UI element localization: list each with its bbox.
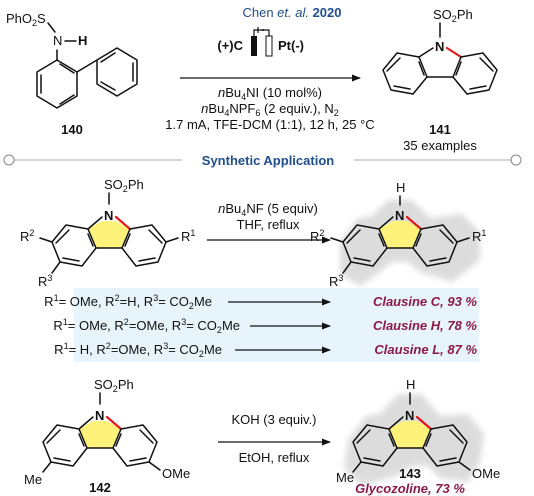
- substrate-label-140: 140: [61, 122, 83, 137]
- reagent-r3: KOH (3 equiv.): [231, 412, 316, 427]
- so2ph-label-141: SO2Ph: [433, 7, 473, 24]
- structure-nh-carbazole: H N R2 R3 R1: [310, 180, 486, 289]
- r3-label: R3: [38, 273, 52, 289]
- structure-141: SO2Ph N: [382, 7, 498, 95]
- cathode-label: Pt(-): [278, 38, 304, 53]
- r3-label-product: R3: [329, 273, 343, 289]
- product-clausine-h: Clausine H, 78 %: [373, 318, 477, 333]
- anode-label: (+)C: [217, 38, 243, 53]
- n-label-r2: N: [104, 208, 113, 223]
- n-label-143: N: [405, 408, 414, 423]
- r1-label: R1: [181, 228, 195, 244]
- condition-current: 1.7 mA, TFE-DCM (1:1), 12 h, 25 °C: [165, 117, 374, 132]
- so2ph-label-r2: SO2Ph: [104, 177, 144, 194]
- structure-protected-carbazole: SO2Ph N R2 R3 R1: [20, 177, 195, 289]
- r2-label-product: R2: [310, 228, 324, 244]
- solvent-r2: THF, reflux: [237, 217, 300, 232]
- sulfonamide-group-label: PhO2S: [6, 11, 46, 28]
- product-clausine-l: Clausine L, 87 %: [374, 342, 477, 357]
- structure-143: H N Me OMe: [336, 377, 500, 486]
- section-title: Synthetic Application: [202, 153, 334, 168]
- substituent-row-2: R1= OMe, R2=OMe, R3= CO2Me Clausine H, 7…: [53, 317, 477, 335]
- structure-142: SO2Ph N Me OMe: [24, 377, 190, 487]
- svg-text:R1= OMe, R2=H, R3= CO2Me: R1= OMe, R2=H, R3= CO2Me: [44, 293, 212, 311]
- nh-n-label-r2: N: [395, 208, 404, 223]
- me-label-143: Me: [336, 470, 354, 485]
- product-clausine-c: Clausine C, 93 %: [373, 294, 477, 309]
- r2-label: R2: [20, 228, 34, 244]
- ome-label-142: OMe: [162, 466, 190, 481]
- nh-n-label: N: [53, 33, 62, 48]
- ome-label-143: OMe: [472, 466, 500, 481]
- svg-text:R1= OMe, R2=OMe, R3= CO2Me: R1= OMe, R2=OMe, R3= CO2Me: [53, 317, 240, 335]
- citation-title: Chen et. al. 2020: [242, 5, 341, 20]
- product-label-141: 141: [429, 122, 451, 137]
- so2ph-label-142: SO2Ph: [94, 377, 134, 394]
- solvent-r3: EtOH, reflux: [239, 450, 310, 465]
- n-label-141: N: [435, 39, 444, 54]
- substituent-row-1: R1= OMe, R2=H, R3= CO2Me Clausine C, 93 …: [44, 293, 477, 311]
- section-divider: [3, 154, 522, 166]
- product-label-143: 143: [399, 466, 421, 481]
- n-label-142: N: [95, 408, 104, 423]
- condition-catalyst: nBu4NI (10 mol%): [218, 85, 322, 102]
- r1-label-product: R1: [472, 228, 486, 244]
- product-scope-141: 35 examples: [403, 138, 477, 153]
- condition-electrolyte: nBu4NPF6 (2 equiv.), N2: [201, 101, 339, 118]
- h-label-143: H: [406, 377, 415, 392]
- nh-h-label-r2: H: [396, 180, 405, 195]
- me-label-142: Me: [24, 472, 42, 487]
- reagent-r2: nBu4NF (5 equiv): [218, 201, 318, 218]
- structure-140: PhO2S N H: [6, 11, 138, 109]
- electrode-symbol: (+)C Pt(-): [217, 27, 304, 57]
- substituent-row-3: R1= H, R2=OMe, R3= CO2Me Clausine L, 87 …: [54, 341, 477, 359]
- svg-text:R1= H, R2=OMe, R3= CO2Me: R1= H, R2=OMe, R3= CO2Me: [54, 341, 222, 359]
- substrate-label-142: 142: [89, 480, 111, 495]
- nh-h-label: H: [78, 33, 87, 48]
- product-glycozoline: Glycozoline, 73 %: [355, 481, 465, 496]
